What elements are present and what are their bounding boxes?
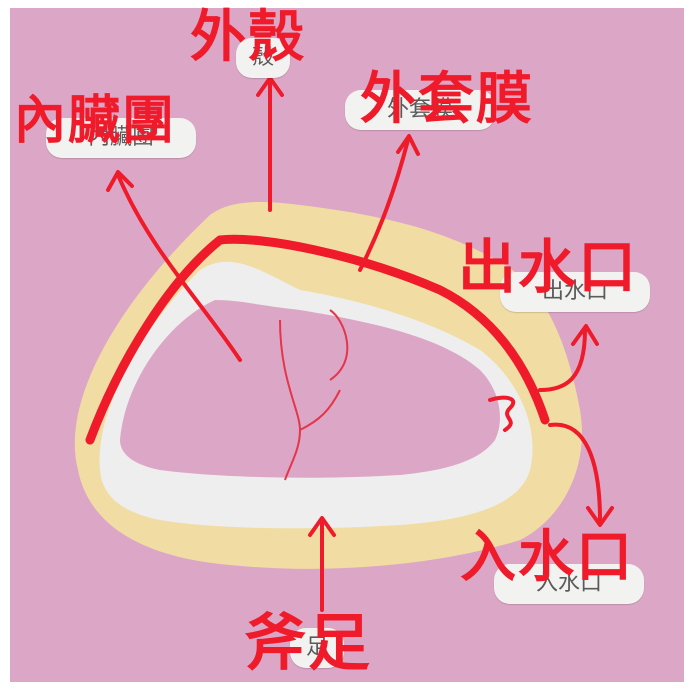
- visceral-cavity: [120, 300, 500, 478]
- label-outer-shell: 外殼: [190, 5, 306, 70]
- label-mantle: 外套膜: [360, 67, 534, 132]
- label-foot: 斧足: [244, 606, 373, 679]
- arrow-mantle: [358, 134, 420, 272]
- label-excurrent-siphon: 出水口: [458, 233, 639, 301]
- label-visceral-mass: 內臟團: [14, 91, 177, 151]
- tag-foot: 足: [290, 628, 344, 668]
- gill-lines: [279, 309, 349, 481]
- tag-incurrent-siphon: 入水口: [494, 564, 644, 604]
- tag-mantle: 外套膜: [345, 90, 495, 130]
- flow-squiggle: [488, 395, 516, 432]
- mantle-line: [85, 234, 550, 445]
- tag-excurrent-siphon: 出水口: [500, 272, 650, 312]
- tag-visceral-mass: 內臟團: [46, 118, 196, 158]
- arrow-incurrent: [548, 422, 614, 527]
- arrow-foot: [308, 516, 336, 612]
- arrow-shell: [256, 76, 284, 212]
- arrow-visceral-mass: [106, 170, 242, 362]
- arrow-excurrent: [538, 324, 599, 392]
- tag-shell: 殼: [236, 38, 290, 78]
- label-incurrent-siphon: 入水口: [460, 525, 634, 590]
